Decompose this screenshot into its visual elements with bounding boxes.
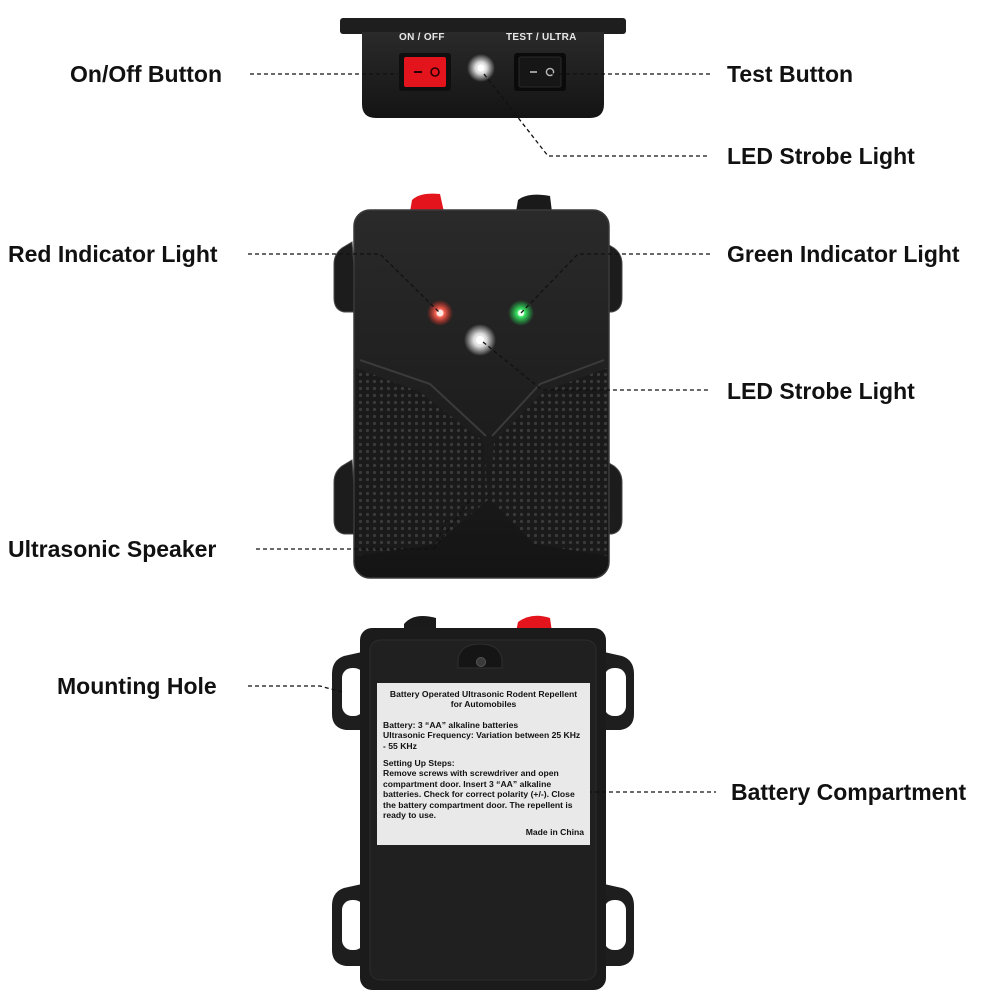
callout-on-off-button: On/Off Button — [70, 61, 223, 87]
label-spec-frequency: Ultrasonic Frequency: Variation between … — [383, 730, 581, 751]
front-tab-top-left — [333, 241, 359, 313]
mounting-hole-bottom-right — [604, 900, 626, 950]
leader-green-indicator — [520, 253, 710, 314]
test-ultra-caption: TEST / ULTRA — [506, 32, 577, 43]
callout-led-strobe-front: LED Strobe Light — [727, 378, 915, 404]
back-switch-peek-right — [516, 615, 552, 632]
on-off-caption: ON / OFF — [399, 32, 445, 43]
grille-edge-right — [491, 359, 605, 437]
leader-speaker-b — [433, 499, 471, 550]
label-setup-heading: Setting Up Steps: — [383, 758, 455, 769]
led-strobe-front-core — [476, 336, 484, 344]
mounting-hole-bottom-left — [342, 900, 364, 950]
top-flange — [340, 18, 626, 34]
callout-mounting-hole: Mounting Hole — [57, 673, 217, 699]
callout-green-indicator: Green Indicator Light — [727, 241, 960, 267]
front-black-switch-peek — [516, 194, 552, 212]
device-front-view — [333, 193, 623, 579]
label-specs: Battery: 3 “AA” alkaline batteries Ultra… — [383, 720, 584, 751]
front-tab-bottom-left — [333, 459, 359, 535]
device-top-view — [340, 18, 626, 118]
screw-housing — [457, 643, 503, 669]
callout-ultrasonic-speaker: Ultrasonic Speaker — [8, 536, 217, 562]
leader-strobe-top — [483, 73, 710, 157]
label-spec-battery: Battery: 3 “AA” alkaline batteries — [383, 719, 519, 730]
test-switch-mark-b — [545, 67, 555, 77]
front-red-switch-peek — [410, 193, 444, 212]
mounting-hole-top-right — [604, 668, 626, 716]
switch-off-mark — [430, 67, 440, 77]
callout-battery-compartment: Battery Compartment — [731, 779, 967, 805]
label-title: Battery Operated Ultrasonic Rodent Repel… — [389, 689, 578, 710]
ultrasonic-speaker-right — [490, 368, 607, 556]
leader-red-indicator — [248, 253, 441, 314]
leader-speaker-a — [433, 519, 447, 550]
led-strobe-top-core — [477, 64, 485, 72]
callout-led-strobe-top: LED Strobe Light — [727, 143, 915, 169]
label-origin: Made in China — [525, 827, 584, 838]
on-off-switch[interactable] — [404, 57, 446, 87]
callout-red-indicator: Red Indicator Light — [8, 241, 218, 267]
ultrasonic-speaker-left — [356, 368, 488, 556]
leader-lines — [248, 73, 716, 793]
leader-mounting-hole — [248, 685, 343, 693]
screw-icon — [476, 657, 486, 667]
test-switch[interactable] — [518, 56, 562, 88]
battery-compartment-label: Battery Operated Ultrasonic Rodent Repel… — [377, 683, 590, 845]
grille-edge-left — [359, 359, 487, 437]
callout-test-button: Test Button — [727, 61, 854, 87]
label-setup: Setting Up Steps: Remove screws with scr… — [383, 758, 584, 820]
mounting-hole-top-left — [342, 668, 364, 716]
label-setup-text: Remove screws with screwdriver and open … — [383, 768, 575, 821]
